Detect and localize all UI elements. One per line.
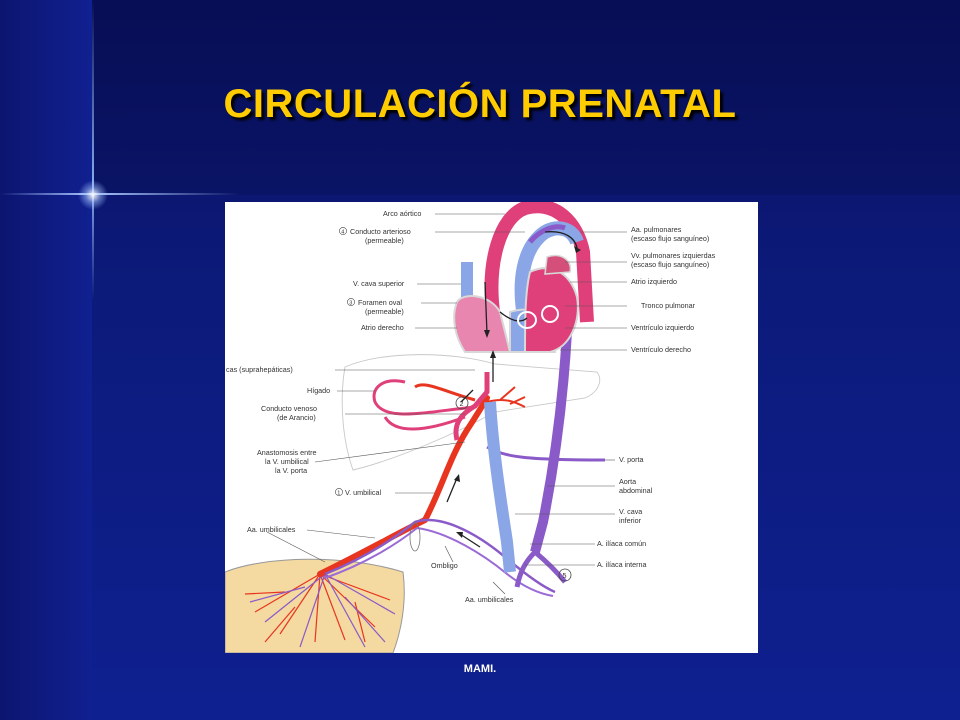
umbilicus-ring xyxy=(409,522,421,552)
label-marker-3: 3 xyxy=(349,301,352,307)
label-atrio-derecho: Atrio derecho xyxy=(361,323,404,332)
arrow-heads xyxy=(454,246,581,538)
title-band xyxy=(0,0,960,195)
label-inferior: inferior xyxy=(619,516,642,525)
circle-marker-2-text: 2 xyxy=(460,399,464,408)
label-suprahepaticas: cas (suprahepáticas) xyxy=(226,365,293,374)
label-higado: Hígado xyxy=(307,386,330,395)
ductus-venosus xyxy=(453,372,490,441)
label-v-porta-right: V. porta xyxy=(619,455,644,464)
pulmonary-valve-ring xyxy=(541,305,559,323)
label-escaso-flujo-2: (escaso flujo sanguíneo) xyxy=(631,260,709,269)
light-flare-horizontal xyxy=(0,193,240,195)
label-ventriculo-derecho: Ventrículo derecho xyxy=(631,345,691,354)
portal-vein xyxy=(486,445,606,462)
label-conducto-arterioso: Conducto arterioso xyxy=(350,227,411,236)
leader-lines xyxy=(266,213,627,595)
label-aa-umbilicales-bottom: Aa. umbilicales xyxy=(465,595,514,604)
label-ombligo: Ombligo xyxy=(431,561,458,570)
label-escaso-flujo-1: (escaso flujo sanguíneo) xyxy=(631,234,709,243)
label-conducto-venoso: Conducto venoso xyxy=(261,404,317,413)
label-tronco-pulmonar: Tronco pulmonar xyxy=(641,301,696,310)
slide-footer: MAMI. xyxy=(463,663,497,675)
inferior-vena-cava xyxy=(484,401,516,573)
label-v-cava-superior: V. cava superior xyxy=(353,279,405,288)
label-atrio-izquierdo: Atrio izquierdo xyxy=(631,277,677,286)
label-la-v-umbilical: la V. umbilical xyxy=(265,457,309,466)
placenta-vessels xyxy=(244,573,396,648)
circle-marker-3 xyxy=(347,298,355,306)
slide-title: CIRCULACIÓN PRENATAL xyxy=(223,82,737,126)
label-aorta: Aorta xyxy=(619,477,636,486)
umbilical-artery-1 xyxy=(324,518,556,594)
abdominal-aorta xyxy=(530,331,572,554)
label-a-iliaca-comun: A. ilíaca común xyxy=(597,539,646,548)
label-foramen-oval: Foramen oval xyxy=(358,298,402,307)
circle-marker-4 xyxy=(339,227,347,235)
labels-right: Aa. pulmonares (escaso flujo sanguíneo) … xyxy=(597,225,716,569)
label-a-iliaca-interna: A. ilíaca interna xyxy=(597,560,647,569)
label-de-arancio: (de Arancio) xyxy=(277,413,316,422)
label-permeable-2: (permeable) xyxy=(365,307,404,316)
circle-marker-1 xyxy=(335,488,343,496)
umbilical-vein xyxy=(317,395,490,577)
diagram-svg: 2 5 xyxy=(225,202,716,653)
label-ventriculo-izquierdo: Ventrículo izquierdo xyxy=(631,323,694,332)
label-vv-pulmonares: Vv. pulmonares izquierdas xyxy=(631,251,716,260)
label-la-v-porta: la V. porta xyxy=(275,466,307,475)
label-marker-4: 4 xyxy=(341,230,344,236)
label-v-cava: V. cava xyxy=(619,507,642,516)
label-aa-umbilicales-left: Aa. umbilicales xyxy=(247,525,296,534)
iliac-arteries xyxy=(514,550,567,588)
light-flare-vertical xyxy=(92,0,94,300)
circle-marker-5 xyxy=(558,568,572,582)
fetal-circulation-diagram: 2 5 xyxy=(225,202,758,653)
label-arco-aortico: Arco aórtico xyxy=(383,209,421,218)
label-permeable-1: (permeable) xyxy=(365,236,404,245)
labels-bottom: Ombligo Aa. umbilicales xyxy=(431,561,514,604)
labels-left: Arco aórtico 4 Conducto arterioso (perme… xyxy=(226,209,421,534)
left-atrium xyxy=(544,254,572,275)
circle-marker-2 xyxy=(455,396,469,410)
hepatic-vessels xyxy=(372,379,526,431)
label-anastomosis: Anastomosis entre xyxy=(257,448,317,457)
right-atrium xyxy=(453,295,512,353)
foramen-ovale-ring xyxy=(517,311,537,329)
label-abdominal: abdominal xyxy=(619,486,653,495)
circle-marker-5-text: 5 xyxy=(563,571,567,580)
umbilical-artery-2 xyxy=(324,526,554,597)
light-flare-glow xyxy=(78,180,108,210)
label-v-umbilical: V. umbilical xyxy=(345,488,381,497)
ductus-arteriosus xyxy=(528,224,566,244)
label-marker-1: 1 xyxy=(337,491,340,497)
label-aa-pulmonares: Aa. pulmonares xyxy=(631,225,682,234)
left-band xyxy=(0,0,92,720)
